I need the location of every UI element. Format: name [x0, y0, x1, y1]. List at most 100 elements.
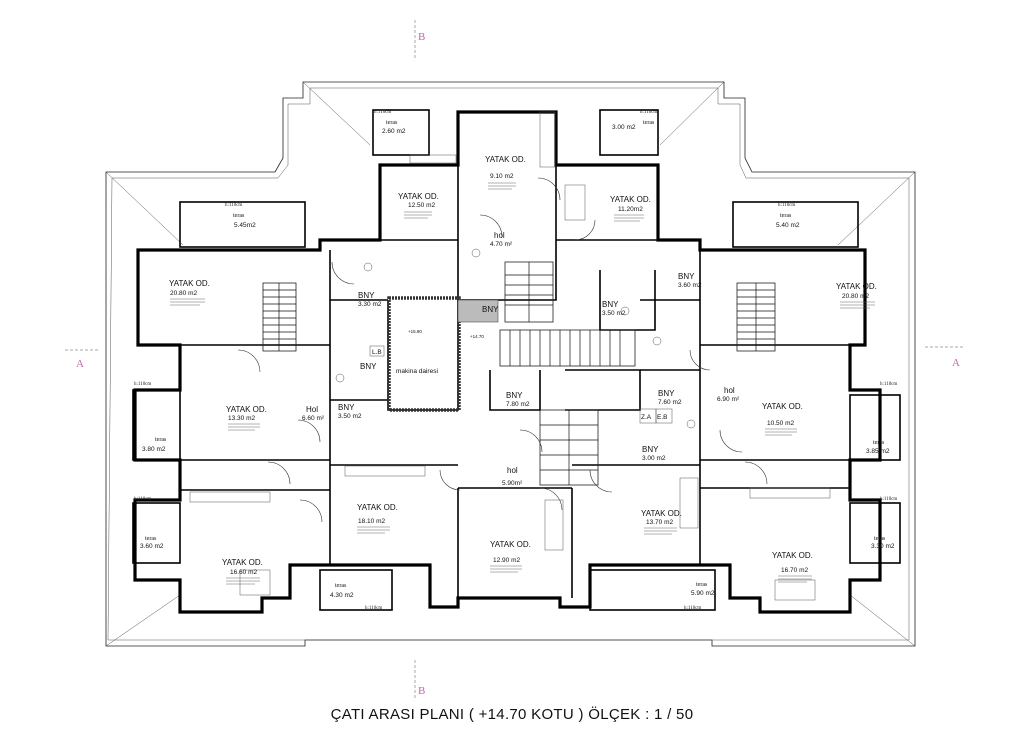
utility-labels: Z.A E.B L.B — [369, 345, 673, 424]
h-label: h:110cm — [134, 382, 151, 387]
terrace-area: 5.90 m2 — [691, 590, 715, 597]
room-area: 9.10 m2 — [490, 173, 514, 180]
bath-area: 3.60 m2 — [678, 282, 702, 289]
room-name: YATAK OD. — [222, 558, 263, 567]
room-area: 11.20m2 — [618, 206, 643, 213]
section-mark-b-bottom: B — [418, 685, 425, 697]
room-name: YATAK OD. — [398, 192, 439, 201]
bedroom-labels: YATAK OD. 9.10 m2 YATAK OD. 12.50 m2 YAT… — [169, 155, 877, 576]
h-label: h:110cm — [225, 203, 242, 208]
h-label: h:110cm — [365, 606, 382, 611]
terrace-name: teras — [780, 213, 792, 219]
hall-area: 4.70 m² — [490, 241, 513, 248]
building-walls — [133, 110, 882, 614]
terrace-area: 5.45m2 — [234, 222, 256, 229]
roof-outline — [105, 81, 916, 647]
bath-name: BNY — [482, 305, 499, 314]
bath-labels: BNY 3.30 m2 BNY BNY 3.60 m2 BNY 3.50 m2 … — [338, 272, 702, 462]
room-area: 13.30 m2 — [228, 415, 255, 422]
h-label: h:110cm — [374, 110, 391, 115]
section-mark-a-right: A — [952, 357, 960, 369]
bath-name: BNY — [642, 445, 659, 454]
terrace-area: 3.80 m2 — [142, 446, 166, 453]
eb-label: E.B — [657, 414, 667, 421]
room-name: YATAK OD. — [610, 195, 651, 204]
terrace-area: 3.60 m2 — [140, 543, 164, 550]
room-name: YATAK OD. — [226, 405, 267, 414]
h-label: h:110cm — [684, 606, 701, 611]
terrace-name: teras — [386, 120, 398, 126]
h-label: h:110cm — [640, 110, 657, 115]
terrace-area: 2.60 m2 — [382, 128, 406, 135]
machine-room — [387, 296, 499, 412]
bath-name: BNY — [658, 389, 675, 398]
machine-room-labels: makina dairesi +15.90 +14.70 — [396, 329, 484, 375]
bath-area: 7.60 m2 — [658, 399, 682, 406]
room-area: 18.10 m2 — [358, 518, 385, 525]
bath-name: BNY — [360, 362, 377, 371]
doors — [237, 177, 768, 523]
room-name: YATAK OD. — [772, 551, 813, 560]
section-mark-b-top: B — [418, 31, 425, 43]
h-label: h:110cm — [778, 203, 795, 208]
h-label: h:110cm — [134, 497, 151, 502]
terrace-area: 3.30 m2 — [871, 543, 895, 550]
room-name: YATAK OD. — [762, 402, 803, 411]
h-label: h:110cm — [880, 382, 897, 387]
terrace-name: teras — [874, 536, 886, 542]
hall-labels: hol 4.70 m² Hol 6.60 m² hol 6.90 m² hol … — [302, 231, 740, 487]
room-area: 12.90 m2 — [493, 557, 520, 564]
hall-area: 6.90 m² — [717, 396, 740, 403]
fixtures — [189, 111, 831, 601]
terrace-area: 4.30 m2 — [330, 592, 354, 599]
h-label: h:110cm — [880, 497, 897, 502]
room-name: YATAK OD. — [485, 155, 526, 164]
za-label: Z.A — [641, 414, 652, 421]
hall-name: hol — [507, 466, 518, 475]
bath-name: BNY — [338, 403, 355, 412]
terrace-name: teras — [643, 120, 655, 126]
terraces-outline — [132, 109, 901, 611]
terrace-name: teras — [873, 440, 885, 446]
bath-area: 7.80 m2 — [506, 401, 530, 408]
room-name: YATAK OD. — [357, 503, 398, 512]
plan-title: ÇATI ARASI PLANI ( +14.70 KOTU ) ÖLÇEK :… — [330, 706, 694, 723]
hall-name: hol — [494, 231, 505, 240]
room-area: 13.70 m2 — [646, 519, 673, 526]
railing-height-labels: h:110cm h:110cm h:110cm h:110cm h:110cm … — [134, 110, 897, 611]
room-area: 12.50 m2 — [408, 202, 435, 209]
level-mark-mid: +14.70 — [470, 334, 484, 339]
section-markers: B B A A — [65, 20, 965, 700]
terrace-name: teras — [145, 536, 157, 542]
terrace-name: teras — [233, 213, 245, 219]
bath-name: BNY — [602, 300, 619, 309]
hall-area: 6.60 m² — [302, 415, 325, 422]
room-area: 20.80 m2 — [170, 290, 197, 297]
terrace-name: teras — [335, 583, 347, 589]
room-area: 10.50 m2 — [767, 420, 794, 427]
room-name: YATAK OD. — [836, 282, 877, 291]
terrace-labels: teras 2.60 m2 teras 3.00 m2 teras 5.45m2… — [140, 120, 895, 599]
lb-label: L.B — [372, 349, 382, 356]
section-mark-a-left: A — [76, 358, 84, 370]
bath-name: BNY — [506, 391, 523, 400]
terrace-name: teras — [696, 582, 708, 588]
room-name: YATAK OD. — [169, 279, 210, 288]
room-name: YATAK OD. — [490, 540, 531, 549]
hall-name: hol — [724, 386, 735, 395]
room-area: 16.70 m2 — [781, 567, 808, 574]
micro-annotations — [170, 182, 875, 585]
terrace-name: teras — [155, 437, 167, 443]
room-name: YATAK OD. — [641, 509, 682, 518]
room-area: 16.60 m2 — [230, 569, 257, 576]
hall-area: 5.90m² — [502, 480, 523, 487]
hall-name: Hol — [306, 405, 318, 414]
terrace-area: 3.85 m2 — [866, 448, 890, 455]
terrace-area: 5.40 m2 — [776, 222, 800, 229]
bath-area: 3.50 m2 — [602, 310, 626, 317]
room-area: 20.80 m2 — [842, 293, 869, 300]
stairs — [262, 261, 776, 486]
bath-area: 3.50 m2 — [338, 413, 362, 420]
bath-name: BNY — [678, 272, 695, 281]
